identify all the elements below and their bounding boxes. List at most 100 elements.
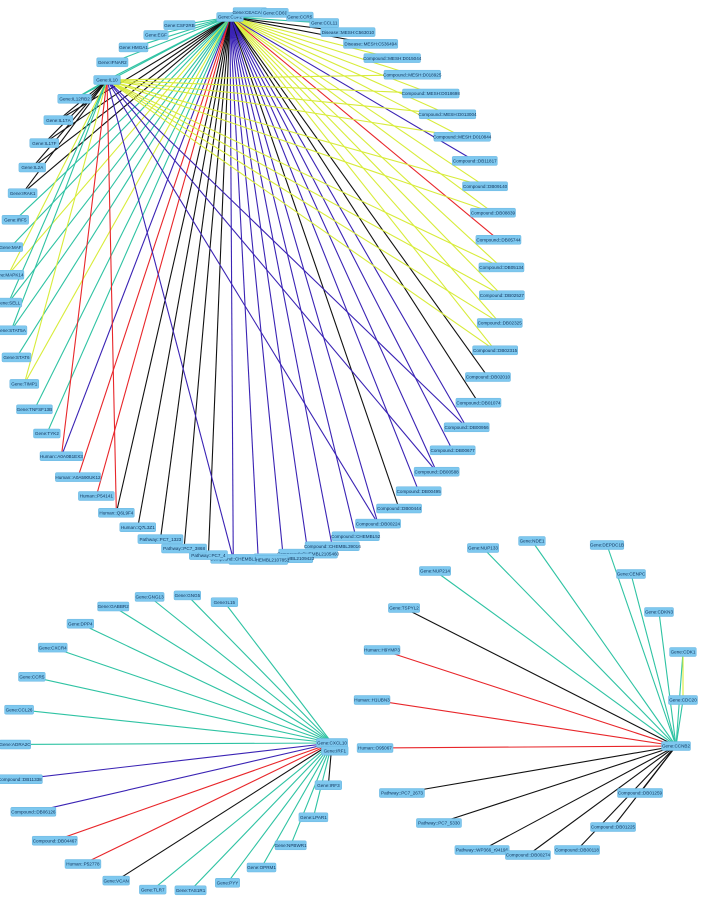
node[interactable]: Gene:IFNAR2 — [96, 57, 129, 68]
node[interactable]: Gene:IL12RB2 — [57, 94, 92, 104]
node[interactable]: Pathway::PC7_2673 — [379, 788, 425, 798]
node[interactable]: Pathway::PC7_5330 — [416, 818, 462, 828]
node-box — [476, 318, 523, 328]
node[interactable]: Gene:STAT6 — [1, 352, 32, 363]
node[interactable]: Compound::MESH:D018925 — [383, 69, 442, 80]
node[interactable]: Compound::DB01074 — [455, 397, 502, 408]
node[interactable]: Gene:TLR7 — [139, 884, 167, 895]
node[interactable]: Gene:TSPYL2 — [388, 603, 420, 613]
node[interactable]: Compound::DB00588 — [413, 466, 460, 477]
node[interactable]: Gene:MAF — [0, 242, 23, 252]
node[interactable]: Gene:DEPDC1B — [590, 540, 624, 550]
node[interactable]: Compound::DB01225 — [590, 822, 636, 832]
node[interactable]: Human::A0A0B1EX3 — [39, 451, 83, 461]
node[interactable]: Gene:OPRM1 — [246, 862, 276, 873]
node-label: Pathway::PC7_2673 — [381, 791, 423, 796]
node[interactable]: Gene:CXCL10 — [316, 738, 348, 748]
node[interactable]: Pathway::PC7_3868 — [161, 543, 207, 554]
node[interactable]: Gene:CCR5 — [286, 11, 314, 22]
node[interactable]: Compound::DB08839 — [470, 207, 516, 218]
node[interactable]: Compound::DB11338 — [0, 774, 43, 784]
node[interactable]: Gene:CCL11 — [309, 18, 339, 28]
edge-red — [106, 79, 117, 513]
node[interactable]: Compound::DB00274 — [505, 850, 551, 860]
node[interactable]: Gene:IL17F — [29, 138, 60, 148]
node[interactable]: Gene:PYY — [215, 878, 240, 888]
node[interactable]: Gene:IL2A — [18, 162, 46, 173]
node[interactable]: Human::O95067 — [356, 743, 394, 753]
node[interactable]: Compound::MESH:D010844 — [433, 132, 492, 142]
node[interactable]: Disease::MESH:C563010 — [320, 27, 376, 37]
node[interactable]: Gene:CDC20 — [668, 695, 698, 705]
node[interactable]: Gene:DPP4 — [66, 618, 94, 629]
node[interactable]: Human::Q6L9F4 — [98, 508, 135, 518]
node[interactable]: Gene:CDKN3 — [644, 607, 674, 617]
node[interactable]: Gene:CENPC — [616, 569, 646, 579]
node[interactable]: Compound::DB09140 — [462, 181, 508, 192]
node[interactable]: Compound::DB00956 — [443, 422, 490, 433]
node[interactable]: Compound::DB05134 — [478, 262, 525, 273]
node[interactable]: Gene:CCL26 — [4, 704, 34, 715]
node[interactable]: Gene:CD69 — [261, 8, 289, 18]
node[interactable]: Gene:GNG13 — [134, 592, 165, 602]
node[interactable]: Compound::DB02527 — [479, 290, 525, 300]
node[interactable]: Gene:CDK1 — [669, 647, 697, 657]
node[interactable]: Gene:CSF2RB — [163, 20, 196, 30]
node[interactable]: Gene:TNFSF13B — [16, 404, 53, 415]
node[interactable]: Disease::MESH:C536494 — [343, 39, 399, 49]
node[interactable]: Gene:MAPK14 — [0, 270, 25, 280]
node[interactable]: Gene:IRF5 — [1, 215, 29, 225]
node[interactable]: Compound::DB01259 — [617, 788, 663, 798]
node[interactable]: Compound::DB00495 — [395, 486, 442, 496]
node[interactable]: Gene:IRF3 — [314, 780, 342, 790]
node[interactable]: Compound::DB04467 — [31, 835, 78, 846]
node[interactable]: Compound::DB02010 — [465, 372, 511, 382]
node[interactable]: Gene:IL15 — [210, 597, 239, 607]
node[interactable]: Human::Q7L3Z1 — [119, 522, 156, 532]
node[interactable]: Human::P54141 — [78, 491, 115, 501]
node[interactable]: Gene:TYK2 — [33, 428, 61, 439]
node[interactable]: Compound::DB00224 — [355, 518, 401, 529]
node[interactable]: Gene:VCAN — [102, 875, 130, 886]
node[interactable]: Gene:NUP214 — [419, 566, 451, 576]
node[interactable]: Gene:NDE1 — [518, 536, 546, 546]
node[interactable]: Compound::MESH:D015044 — [363, 53, 422, 63]
node[interactable]: Compound::DB06126 — [10, 807, 57, 817]
node[interactable]: Compound::DB02315 — [472, 345, 518, 356]
node[interactable]: Gene:SELL — [0, 297, 23, 308]
node[interactable]: Gene:IL10 — [93, 75, 121, 85]
node[interactable]: Pathway::WP366_r94196 — [454, 845, 510, 855]
node[interactable]: Pathway::PC7_1323 — [137, 534, 184, 544]
node[interactable]: Compound::DB00677 — [429, 445, 476, 456]
node[interactable]: Human::H9YMP3 — [363, 645, 400, 655]
node[interactable]: Compound::CHEMBL52 — [331, 531, 381, 541]
node[interactable]: Gene:NPBWR1 — [275, 840, 308, 851]
node[interactable]: Compound::DB00444 — [376, 503, 422, 514]
node[interactable]: Gene:TAS1R1 — [174, 885, 207, 896]
node[interactable]: Human::A0A590UK12 — [55, 472, 101, 482]
node[interactable]: Gene:STAT5A — [0, 325, 28, 336]
node[interactable]: Compound::DB02325 — [476, 318, 523, 328]
node[interactable]: Compound::MESH:D018698 — [402, 88, 461, 99]
node[interactable]: Gene:LPAR1 — [298, 812, 329, 823]
node[interactable]: Gene:IRAK1 — [7, 188, 38, 198]
node[interactable]: Gene:HMGA1 — [118, 42, 148, 53]
node[interactable]: Gene:CCNB2 — [661, 741, 691, 751]
node[interactable]: Gene:TIMP1 — [9, 379, 40, 389]
node[interactable]: Gene:NUP133 — [467, 543, 499, 553]
node[interactable]: Human::P52778 — [64, 859, 102, 869]
node[interactable]: Gene:GABBR2 — [97, 601, 130, 612]
node[interactable]: Gene:IL17A — [43, 115, 74, 125]
node[interactable]: Gene:ADRA2C — [0, 739, 31, 750]
node[interactable]: Gene:EGF — [143, 30, 169, 40]
node[interactable]: Human::H1UBN3 — [353, 695, 391, 705]
node[interactable]: Compound::DB11817 — [451, 156, 498, 166]
node[interactable]: Compound::DB00118 — [554, 845, 600, 855]
node-label: Compound::DB09140 — [463, 184, 508, 189]
node[interactable]: Gene:CXCR4 — [37, 642, 68, 653]
node[interactable]: Compound::DB05744 — [475, 235, 522, 245]
node[interactable]: Gene:IRF1 — [321, 745, 349, 756]
node[interactable]: Compound::MESH:D013004 — [418, 109, 477, 120]
node[interactable]: Gene:GNG5 — [173, 590, 201, 601]
node[interactable]: Gene:CCR5 — [18, 672, 46, 682]
